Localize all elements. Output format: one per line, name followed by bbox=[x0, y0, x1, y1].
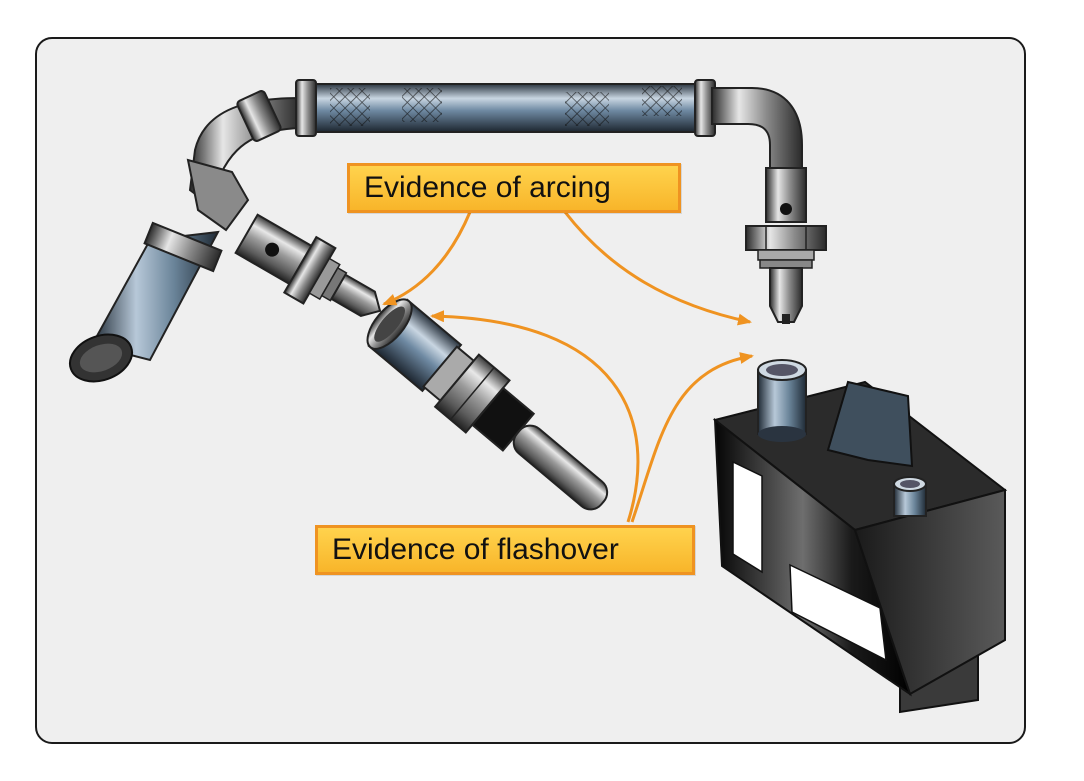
flashover-callout-text: Evidence of flashover bbox=[332, 533, 619, 566]
lead-terminal-fitting-left bbox=[234, 213, 382, 318]
ignition-lead-tube bbox=[186, 79, 803, 232]
callout-arrows bbox=[382, 211, 754, 523]
ignition-exciter-box bbox=[712, 359, 1008, 714]
braid-mesh bbox=[330, 86, 682, 126]
arcing-arrow-right bbox=[563, 211, 752, 326]
arcing-callout: Evidence of arcing bbox=[347, 163, 681, 213]
lead-angled-body bbox=[69, 221, 223, 383]
flashover-arrow-plug bbox=[430, 310, 640, 523]
spark-plug bbox=[366, 298, 609, 511]
flashover-callout: Evidence of flashover bbox=[315, 525, 695, 575]
arcing-callout-text: Evidence of arcing bbox=[364, 171, 611, 204]
flashover-arrow-exciter bbox=[630, 352, 754, 523]
lead-terminal-fitting-right bbox=[745, 167, 827, 324]
arcing-arrow-left bbox=[382, 211, 472, 306]
